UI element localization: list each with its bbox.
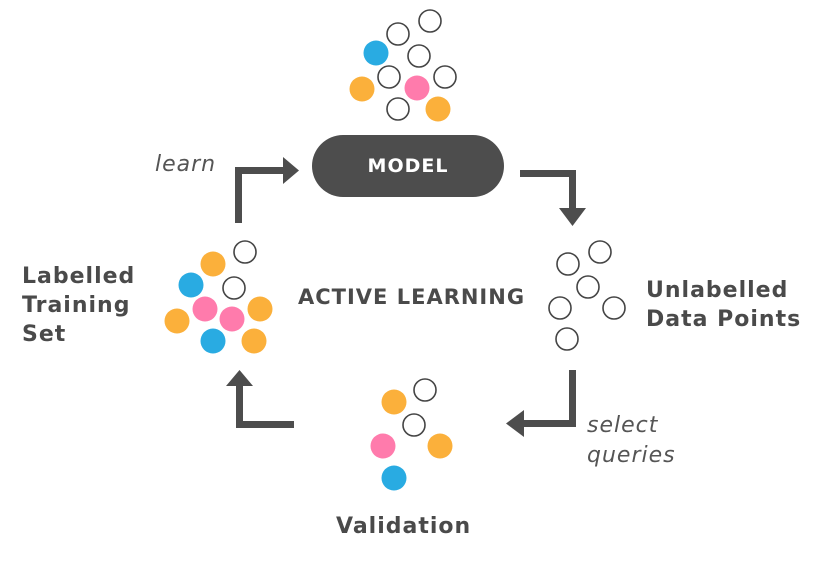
- unlabelled-empty-dot: [555, 327, 579, 351]
- labelled-label-line-2: Training: [22, 293, 131, 318]
- model-to-unlabelled-arrow: [520, 170, 586, 226]
- validation-empty-dot: [413, 378, 437, 402]
- diagram-title: ACTIVE LEARNING: [298, 285, 526, 309]
- labelled-label-line-3: Set: [22, 322, 67, 347]
- select-queries-label: select queries: [587, 411, 676, 471]
- labelled-empty-dot: [222, 276, 246, 300]
- model-node: [312, 135, 504, 197]
- select-queries-line-1: select: [587, 413, 659, 438]
- labelled-pink-dot: [192, 296, 218, 322]
- unlabelled-empty-dot: [602, 296, 626, 320]
- labelled-pink-dot: [219, 306, 245, 332]
- model-pink-dot: [404, 75, 430, 101]
- model-empty-dot: [418, 9, 442, 33]
- model-empty-dot: [433, 65, 457, 89]
- validation-empty-dot: [402, 413, 426, 437]
- model-label: MODEL: [367, 155, 449, 177]
- learn-label: learn: [155, 152, 217, 177]
- model-blue-dot: [363, 40, 389, 66]
- model-empty-dot: [386, 97, 410, 121]
- model-empty-dot: [377, 65, 401, 89]
- labelled-label: Labelled Training Set: [22, 262, 135, 349]
- select-queries-arrow: [506, 370, 576, 437]
- unlabelled-label: Unlabelled Data Points: [646, 276, 801, 334]
- validation-pink-dot: [370, 433, 396, 459]
- unlabelled-empty-dot: [556, 252, 580, 276]
- unlabelled-empty-dot: [548, 296, 572, 320]
- validation-orange-dot: [381, 389, 407, 415]
- model-empty-dot: [407, 44, 431, 68]
- labelled-orange-dot: [247, 296, 273, 322]
- model-orange-dot: [349, 76, 375, 102]
- validation-to-labelled-arrow: [226, 370, 294, 428]
- model-empty-dot: [386, 22, 410, 46]
- labelled-orange-dot: [241, 328, 267, 354]
- labelled-empty-dot: [233, 240, 257, 264]
- labelled-orange-dot: [200, 251, 226, 277]
- labelled-blue-dot: [178, 272, 204, 298]
- validation-blue-dot: [381, 465, 407, 491]
- validation-label: Validation: [336, 514, 472, 539]
- unlabelled-empty-dot: [576, 275, 600, 299]
- unlabelled-label-line-1: Unlabelled: [646, 278, 789, 303]
- select-queries-line-2: queries: [587, 443, 676, 468]
- labelled-orange-dot: [164, 308, 190, 334]
- labelled-blue-dot: [200, 328, 226, 354]
- model-orange-dot: [425, 96, 451, 122]
- unlabelled-label-line-2: Data Points: [646, 307, 802, 332]
- learn-arrow: [235, 157, 299, 223]
- unlabelled-empty-dot: [588, 240, 612, 264]
- labelled-label-line-1: Labelled: [22, 264, 136, 289]
- validation-orange-dot: [427, 433, 453, 459]
